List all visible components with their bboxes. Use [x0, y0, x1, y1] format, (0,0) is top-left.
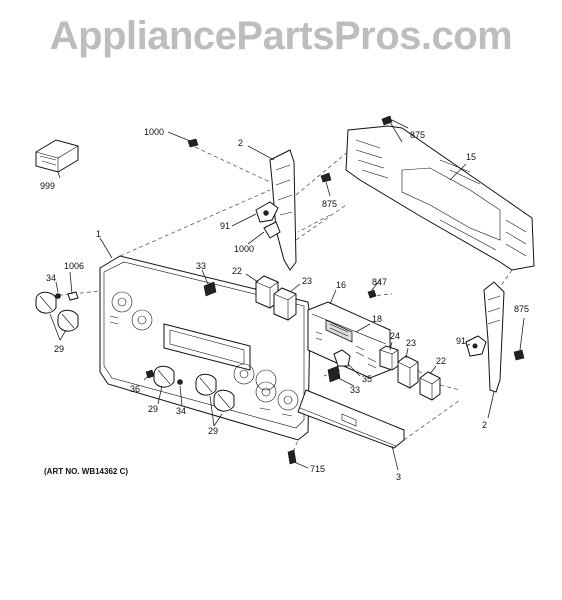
callout-1000-top: 1000: [144, 127, 164, 137]
callout-1006: 1006: [64, 261, 84, 271]
callout-16: 16: [336, 280, 346, 290]
callout-35: 35: [362, 374, 372, 384]
callout-24: 24: [390, 331, 400, 341]
part-847-screw: [367, 279, 381, 299]
callout-22-right: 22: [436, 356, 446, 366]
watermark-text: AppliancePartsPros.com: [49, 14, 513, 58]
callout-999: 999: [40, 181, 55, 191]
part-2-right-endcap: [465, 281, 525, 393]
callout-29-left: 29: [54, 344, 64, 354]
part-35-33-clips-right: [327, 349, 351, 383]
part-22-23-relays-left: [255, 275, 297, 321]
part-24-23-22-relays-right: [379, 345, 441, 401]
part-29-knobs-bottom: [145, 365, 235, 412]
callout-leader-lines: [49, 121, 495, 471]
callout-22-left: 22: [232, 266, 242, 276]
callout-3: 3: [396, 472, 401, 482]
part-2-left-endcap: [255, 149, 297, 271]
part-999-insulation-block: [35, 139, 79, 173]
callout-2-right: 2: [482, 420, 487, 430]
callout-34-left: 34: [46, 273, 56, 283]
callout-1: 1: [96, 229, 101, 239]
callout-2-left: 2: [238, 138, 243, 148]
callout-34-bottom: 34: [176, 406, 186, 416]
callout-36: 36: [130, 384, 140, 394]
callout-29-bottom-left: 29: [148, 404, 158, 414]
callout-875-mid: 875: [322, 199, 337, 209]
part-875-screws-back: [320, 115, 409, 197]
callout-23-left: 23: [302, 276, 312, 286]
callout-1000-mid: 1000: [234, 244, 254, 254]
callout-33-right: 33: [350, 385, 360, 395]
part-3-trim-strip: [297, 389, 405, 449]
part-15-back-panel: [345, 125, 535, 271]
callout-labels: 1000 999 2 91 1000 875 875 15 1 34 1006 …: [40, 127, 529, 482]
art-number-label: (ART NO. WB14362 C): [44, 467, 128, 476]
callout-847: 847: [372, 277, 387, 287]
part-16-control-board: [307, 301, 391, 379]
part-1000-screw-top: [167, 131, 199, 148]
part-715-screw: [287, 449, 309, 469]
part-33-clip-left: [203, 281, 217, 297]
callout-23-right: 23: [406, 338, 416, 348]
callout-29-bottom-right: 29: [208, 426, 218, 436]
callout-715: 715: [310, 464, 325, 474]
callout-33-left: 33: [196, 261, 206, 271]
callout-18: 18: [372, 314, 382, 324]
part-29-knobs-left: [35, 291, 79, 332]
callout-15: 15: [466, 152, 476, 162]
callout-91-right: 91: [456, 336, 466, 346]
callout-91-left: 91: [220, 221, 230, 231]
callout-875-top: 875: [410, 130, 425, 140]
callout-875-right: 875: [514, 304, 529, 314]
